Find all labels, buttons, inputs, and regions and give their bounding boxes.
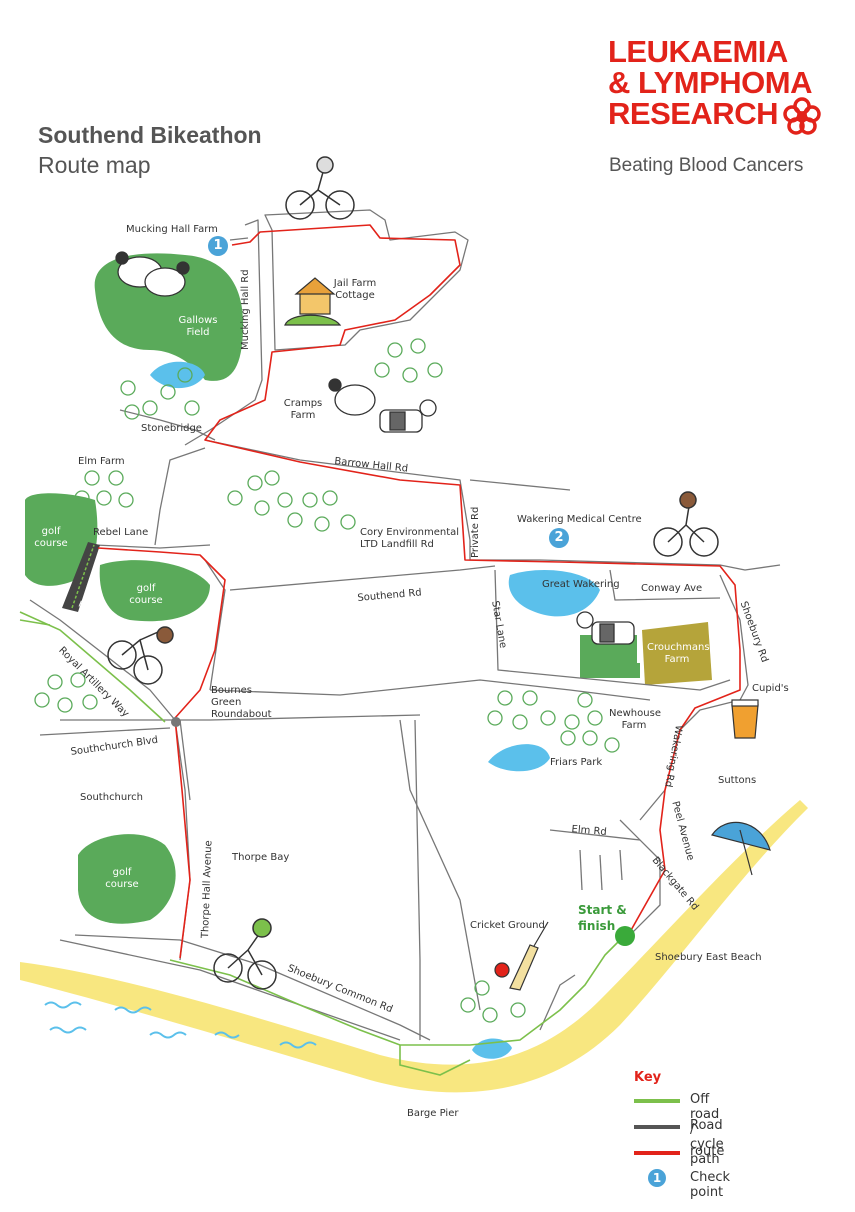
parasol-icon bbox=[711, 821, 771, 876]
sheep-icon bbox=[115, 251, 190, 297]
map-title-block: Southend Bikeathon Route map bbox=[38, 120, 262, 180]
label-golf-course: golf course bbox=[129, 583, 163, 606]
label-shoebury-east-beach: Shoebury East Beach bbox=[655, 952, 762, 963]
label-cupids: Cupid's bbox=[752, 683, 789, 694]
label-golf-course: golf course bbox=[34, 526, 68, 549]
label-great-wakering: Great Wakering bbox=[542, 579, 620, 590]
label-start-finish: Start & finish bbox=[578, 903, 627, 933]
label-cricket-ground: Cricket Ground bbox=[470, 920, 545, 931]
key-swatch-route bbox=[634, 1151, 680, 1155]
label-gallows-field: Gallows Field bbox=[178, 315, 218, 338]
label-conway-ave: Conway Ave bbox=[641, 583, 703, 594]
bike-route bbox=[97, 224, 741, 959]
checkpoint-badge[interactable]: 1 bbox=[208, 236, 228, 256]
green-areas bbox=[25, 253, 640, 924]
cow-icon bbox=[576, 611, 635, 645]
flower-icon bbox=[783, 97, 821, 135]
sheep-icon bbox=[328, 378, 376, 416]
crouchmans-farm-field bbox=[642, 622, 712, 685]
label-cory-environmental: Cory Environmental LTD Landfill Rd bbox=[360, 527, 460, 550]
checkpoint-badge[interactable]: 2 bbox=[549, 528, 569, 548]
key-item: Off road / cycle path bbox=[634, 1091, 724, 1167]
cow-icon bbox=[379, 399, 437, 433]
tunnel bbox=[62, 542, 100, 612]
logo-line-3: RESEARCH bbox=[608, 96, 778, 131]
label-mucking-hall-rd: Mucking Hall Rd bbox=[240, 269, 251, 350]
logo-tagline: Beating Blood Cancers bbox=[609, 155, 804, 176]
key-title: Key bbox=[634, 1070, 662, 1085]
key-label: route bbox=[690, 1144, 725, 1159]
beach-sand bbox=[20, 800, 808, 1093]
tunnel-path bbox=[71, 544, 95, 609]
key-checkpoint-badge: 1 bbox=[648, 1169, 666, 1187]
key-label: Check point bbox=[690, 1170, 730, 1200]
label-jail-farm: Jail Farm Cottage bbox=[333, 278, 377, 301]
key-item: route bbox=[634, 1143, 724, 1169]
key-swatch-cycle-path bbox=[634, 1099, 680, 1103]
page-title: Southend Bikeathon bbox=[38, 122, 262, 148]
cyclist-icon bbox=[213, 918, 277, 990]
cycle-path bbox=[19, 611, 626, 1076]
cyclist-icon bbox=[107, 626, 174, 685]
label-newhouse-farm: Newhouse Farm bbox=[609, 708, 661, 731]
charity-logo: LEUKAEMIA & LYMPHOMA RESEARCH bbox=[608, 36, 828, 129]
house-icon bbox=[284, 277, 342, 326]
roundabout-marker bbox=[171, 717, 181, 727]
key-label: Road bbox=[690, 1118, 723, 1133]
label-private-rd: Private Rd bbox=[470, 506, 481, 558]
label-wakering-medical: Wakering Medical Centre bbox=[517, 514, 642, 525]
label-mucking-hall-farm: Mucking Hall Farm bbox=[126, 224, 218, 235]
key-item: Road bbox=[634, 1117, 723, 1143]
label-crouchmans-farm: Crouchmans Farm bbox=[647, 642, 710, 665]
label-elm-farm: Elm Farm bbox=[78, 456, 125, 467]
label-rebel-lane: Rebel Lane bbox=[93, 527, 149, 538]
label-thorpe-bay: Thorpe Bay bbox=[232, 852, 290, 863]
page-subtitle: Route map bbox=[38, 152, 151, 178]
label-barge-pier: Barge Pier bbox=[407, 1108, 459, 1119]
key-label: Off road / cycle path bbox=[690, 1092, 724, 1167]
label-cramps-farm: Cramps Farm bbox=[283, 398, 323, 421]
label-southchurch: Southchurch bbox=[80, 792, 143, 803]
tree-clusters bbox=[34, 338, 620, 1023]
start-finish-marker bbox=[615, 926, 635, 946]
key-item: 1 Check point bbox=[634, 1169, 730, 1200]
cricket-bat-icon bbox=[494, 921, 549, 991]
sea-waves bbox=[44, 1001, 317, 1049]
beer-glass-icon bbox=[731, 699, 759, 739]
cyclist-icon bbox=[653, 491, 719, 557]
label-stonebridge: Stonebridge bbox=[141, 423, 202, 434]
cyclist-icon bbox=[285, 156, 355, 220]
label-bournes-green: Bournes Green Roundabout bbox=[211, 685, 272, 720]
label-golf-course: golf course bbox=[105, 867, 139, 890]
logo-line-2: & LYMPHOMA bbox=[608, 65, 812, 100]
map-key: Key Off road / cycle path Road route 1 C… bbox=[634, 1070, 730, 1200]
label-suttons: Suttons bbox=[718, 775, 757, 786]
key-swatch-road bbox=[634, 1125, 680, 1129]
label-friars-park: Friars Park bbox=[550, 757, 603, 768]
logo-line-1: LEUKAEMIA bbox=[608, 34, 788, 69]
